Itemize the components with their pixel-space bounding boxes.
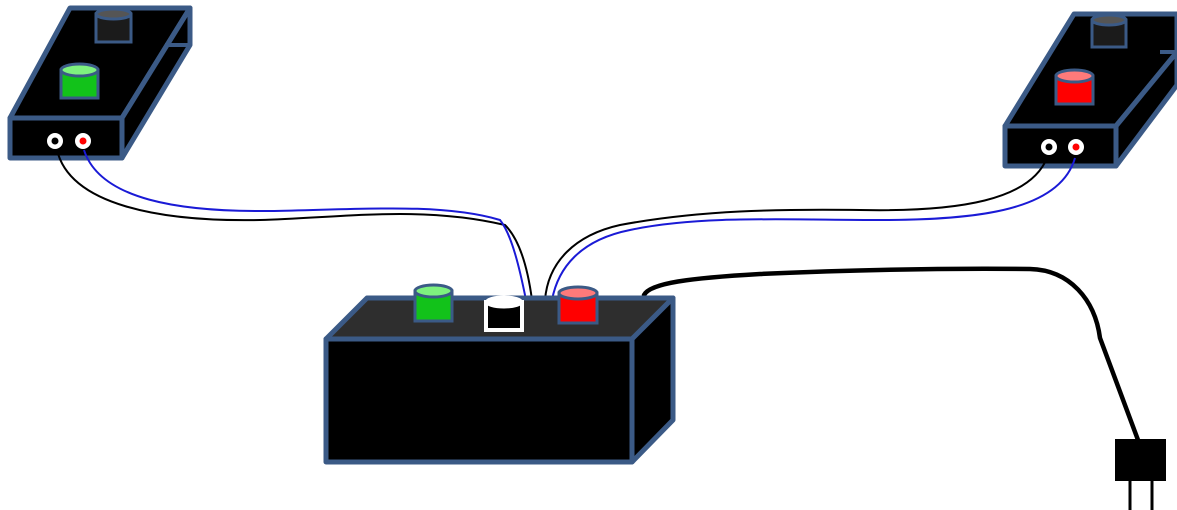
right-handset-red-jack[interactable]: [1068, 139, 1084, 155]
left-handset: [7, 5, 193, 161]
base-unit-front: [323, 336, 635, 465]
left-handset-grey-button[interactable]: [94, 7, 133, 44]
base-white-button[interactable]: [484, 295, 524, 332]
base-unit: [323, 283, 676, 465]
right-handset-front: [1002, 123, 1119, 169]
power-cord: [641, 266, 1141, 443]
left-blue-wire: [83, 149, 527, 301]
left-handset-white-jack[interactable]: [47, 133, 63, 149]
wires: [56, 149, 1141, 443]
base-red-button[interactable]: [557, 285, 599, 325]
left-handset-red-jack[interactable]: [75, 133, 91, 149]
left-handset-front: [7, 115, 125, 161]
left-black-wire: [56, 149, 533, 301]
plug-body: [1115, 439, 1166, 481]
right-handset-red-button[interactable]: [1054, 68, 1095, 106]
left-handset-green-button[interactable]: [59, 62, 100, 100]
right-blue-wire: [551, 157, 1076, 301]
right-black-wire: [544, 157, 1048, 301]
right-handset: [1002, 11, 1177, 169]
right-handset-grey-button[interactable]: [1090, 13, 1128, 49]
right-handset-white-jack[interactable]: [1041, 139, 1057, 155]
base-green-button[interactable]: [413, 283, 454, 323]
plug-icon: [1115, 439, 1166, 510]
